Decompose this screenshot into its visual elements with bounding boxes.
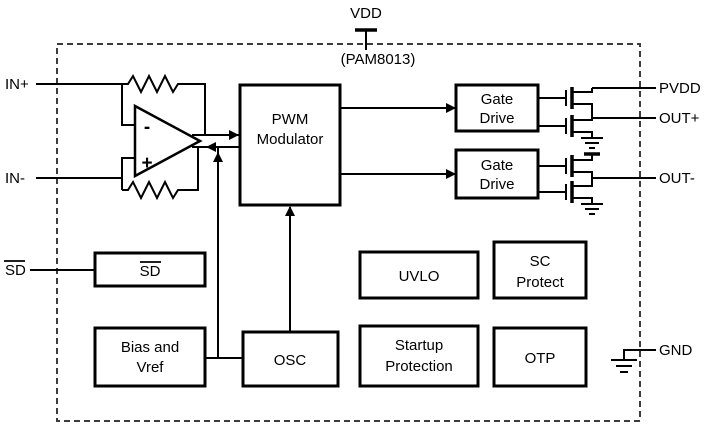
vdd-pin-label: VDD	[350, 5, 382, 22]
feedback-wire-top	[184, 83, 206, 135]
out-plus-pin-label: OUT+	[659, 110, 700, 127]
osc-label: OSC	[274, 352, 307, 369]
uvlo-label: UVLO	[399, 268, 440, 285]
ground-symbol-top	[581, 137, 603, 149]
sc-label-line2: Protect	[516, 274, 564, 291]
pwm-gatedrive-wires	[340, 103, 456, 179]
gate-drive-bottom-line2: Drive	[479, 176, 514, 193]
sd-block: SD	[93, 251, 207, 288]
pwm-label-line2: Modulator	[257, 131, 324, 148]
feedback-wire-bottom	[184, 147, 199, 191]
arrow-to-pwm	[229, 130, 239, 140]
uvlo-block: UVLO	[358, 250, 480, 300]
gate-drive-bottom-block: Gate Drive	[454, 148, 540, 200]
gate-drive-bottom-line1: Gate	[481, 157, 514, 174]
feedback-resistor-bottom	[122, 179, 184, 201]
otp-label: OTP	[525, 350, 556, 367]
opamp-minus-label: -	[144, 117, 150, 138]
opamp-pwm-wires	[192, 130, 240, 358]
gnd-pin-label: GND	[659, 342, 693, 359]
sc-protect-block: SC Protect	[492, 240, 588, 300]
startup-label-line2: Protection	[385, 358, 453, 375]
sc-label-line1: SC	[530, 253, 551, 270]
gnd-wire	[623, 349, 656, 360]
startup-protection-block: Startup Protection	[358, 324, 480, 388]
gnd-terminal: GND	[611, 342, 693, 373]
opamp-triangle	[133, 103, 203, 179]
input-wires	[36, 83, 135, 190]
pwm-label-line1: PWM	[272, 111, 309, 128]
feedback-resistor-top	[122, 73, 184, 95]
output-rails	[592, 87, 656, 179]
gate-drive-top-line1: Gate	[481, 91, 514, 108]
bias-vref-block: Bias and Vref	[93, 326, 207, 388]
sd-pin-label: SD	[5, 262, 26, 279]
arrow-osc-up	[285, 206, 295, 216]
mosfet-highside-outminus	[538, 152, 600, 178]
chip-boundary	[56, 43, 641, 422]
arrow-bias-up	[213, 152, 223, 162]
chip-title: (PAM8013)	[341, 51, 416, 68]
vdd-terminal: VDD	[350, 5, 382, 50]
sd-block-label: SD	[140, 263, 161, 280]
bias-label-line2: Vref	[137, 359, 165, 376]
opamp-plus-label: +	[141, 153, 152, 174]
in-minus-pin-label: IN-	[5, 170, 25, 187]
in-plus-pin-label: IN+	[5, 76, 29, 93]
startup-label-line1: Startup	[395, 337, 443, 354]
mosfet-highside-outplus	[538, 87, 593, 118]
gate-drive-top-line2: Drive	[479, 110, 514, 127]
pvdd-pin-label: PVDD	[659, 80, 701, 97]
pwm-modulator-block: PWM Modulator	[238, 83, 342, 207]
osc-pwm-wire	[285, 206, 295, 332]
otp-block: OTP	[492, 326, 588, 388]
mosfet-lowside-outminus	[538, 178, 593, 204]
sd-pin: SD	[4, 260, 26, 279]
gate-drive-top-block: Gate Drive	[454, 83, 540, 133]
mosfet-lowside-outplus	[538, 115, 593, 138]
arrow-feedback	[206, 142, 216, 152]
out-minus-pin-label: OUT-	[659, 170, 695, 187]
bias-label-line1: Bias and	[121, 339, 179, 356]
osc-block: OSC	[241, 330, 340, 388]
ground-symbol-bottom	[581, 203, 603, 215]
opamp: - +	[133, 103, 203, 179]
